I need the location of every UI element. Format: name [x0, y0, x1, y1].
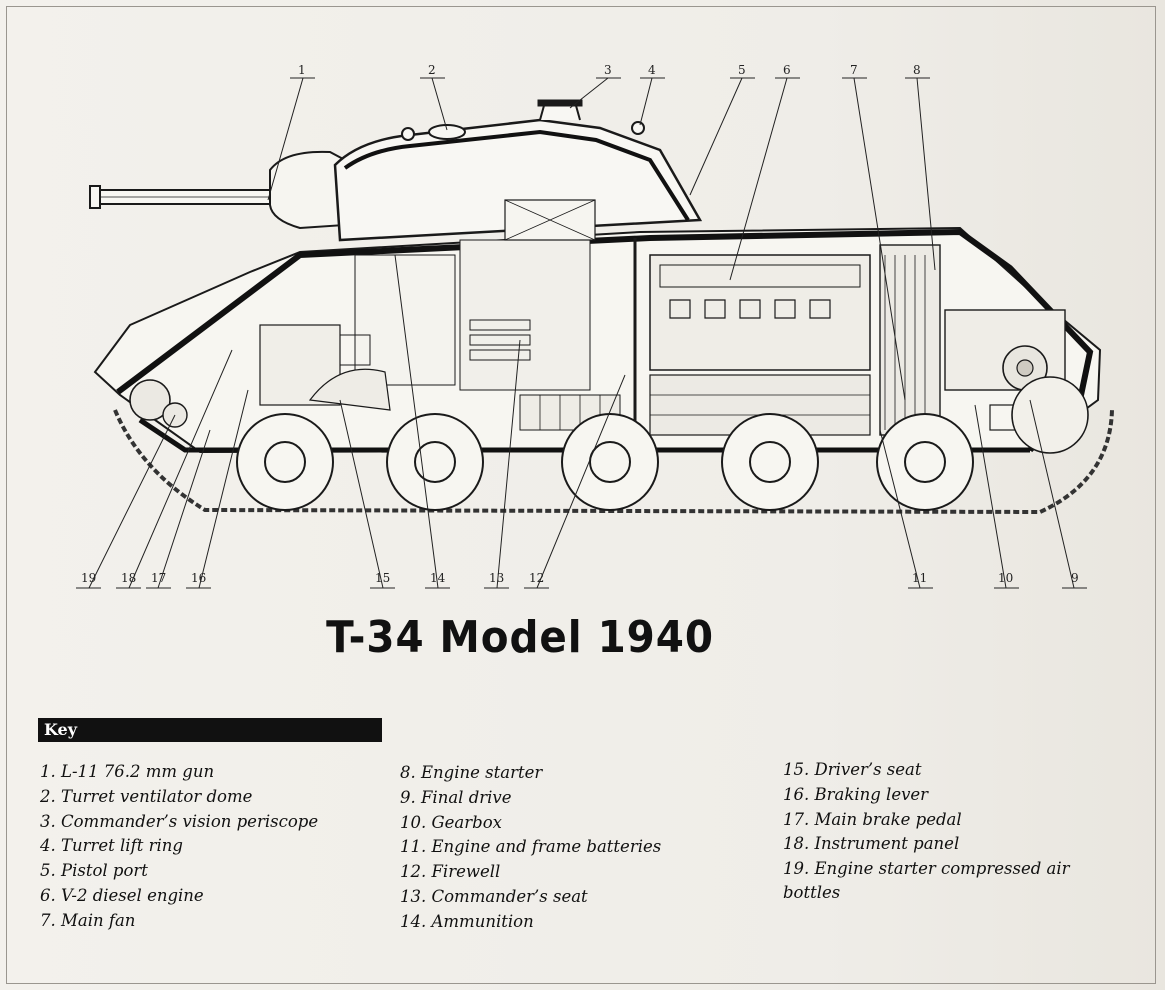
key-header: Key — [38, 718, 382, 742]
callout-9: 9 — [1071, 571, 1079, 585]
callout-4: 4 — [648, 63, 656, 77]
key-item: 14. Ammunition — [400, 911, 534, 931]
callout-6: 6 — [783, 63, 791, 77]
callout-2: 2 — [428, 63, 436, 77]
key-item: 18. Instrument panel — [783, 834, 960, 854]
key-item: 1. L-11 76.2 mm gun — [40, 762, 215, 781]
fighting-compartment — [354, 199, 621, 431]
track — [113, 409, 1114, 515]
road-wheels — [236, 413, 974, 511]
callout-16: 16 — [191, 571, 206, 585]
diagram-title: T-34 Model 1940 — [326, 612, 714, 663]
callout-3: 3 — [604, 63, 612, 77]
key-item: 11. Engine and frame batteries — [400, 837, 662, 857]
key-item: 16. Braking lever — [783, 784, 929, 804]
main-fan — [879, 244, 941, 436]
callout-17: 17 — [151, 571, 166, 585]
callout-7: 7 — [850, 63, 858, 77]
key-item: 9. Final drive — [400, 787, 512, 807]
callout-leaders — [76, 77, 1087, 589]
turret-lift-ring-2 — [631, 121, 645, 135]
ventilator-dome — [428, 124, 466, 140]
key-item: 2. Turret ventilator dome — [40, 786, 253, 806]
callout-11: 11 — [912, 571, 927, 585]
turret — [333, 118, 703, 242]
callout-15: 15 — [375, 571, 390, 585]
key-item: 6. V-2 diesel engine — [40, 885, 204, 905]
callout-13: 13 — [489, 571, 504, 585]
key-item: 7. Main fan — [40, 910, 136, 930]
tank-cutaway-diagram: 1 2 3 4 5 6 7 8 9 10 11 12 13 14 15 16 1… — [76, 63, 1114, 589]
key-item: 15. Driver’s seat — [783, 760, 922, 779]
callout-14: 14 — [430, 571, 446, 585]
callout-numbers: 1 2 3 4 5 6 7 8 9 10 11 12 13 14 15 16 1… — [81, 63, 1079, 585]
key-column-2: 8. Engine starter 9. Final drive 10. Gea… — [400, 761, 661, 935]
turret-lift-ring-1 — [401, 127, 415, 141]
callout-5: 5 — [738, 63, 746, 77]
key-column-3: 15. Driver’s seat 16. Braking lever 17. … — [783, 758, 1083, 905]
key-item: 5. Pistol port — [40, 861, 148, 881]
key-item: 4. Turret lift ring — [40, 836, 183, 856]
key-item: 17. Main brake pedal — [783, 809, 962, 829]
gun-barrel — [89, 185, 291, 209]
key-item: 12. Firewell — [400, 862, 501, 882]
callout-12: 12 — [529, 571, 544, 585]
driver-compartment — [129, 324, 391, 428]
gun-mantlet — [269, 150, 346, 230]
callout-18: 18 — [121, 571, 136, 585]
callout-1: 1 — [298, 63, 306, 77]
key-item: 19. Engine starter compressed air bottle… — [783, 859, 1070, 903]
drive-sprocket — [1011, 376, 1089, 454]
key-item: 3. Commander’s vision periscope — [40, 811, 319, 831]
callout-19: 19 — [81, 571, 96, 585]
key-column-1: 1. L-11 76.2 mm gun 2. Turret ventilator… — [40, 760, 318, 934]
engine — [649, 254, 871, 436]
key-item: 13. Commander’s seat — [400, 886, 588, 906]
gearbox — [944, 309, 1066, 431]
page-frame — [6, 6, 1156, 984]
tank-drawing — [89, 99, 1114, 515]
key-item: 10. Gearbox — [400, 812, 502, 832]
callout-10: 10 — [998, 571, 1013, 585]
callout-8: 8 — [913, 63, 921, 77]
key-item: 8. Engine starter — [400, 763, 543, 782]
